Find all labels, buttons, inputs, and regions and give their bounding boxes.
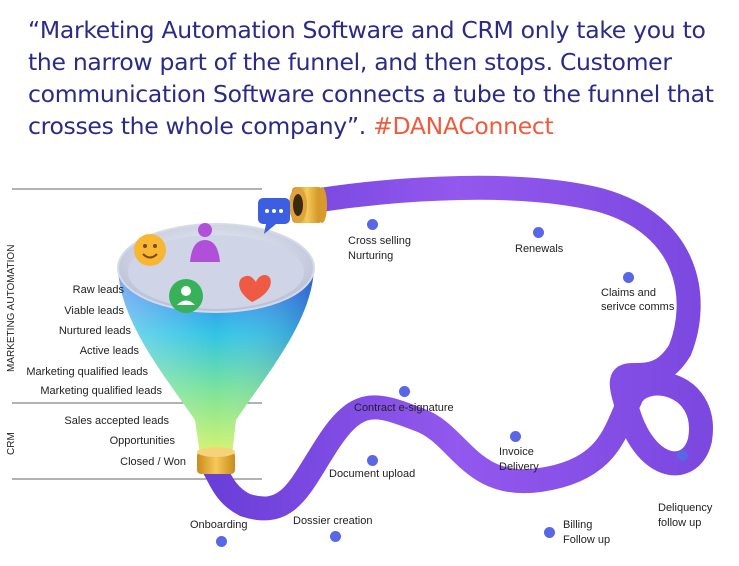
chat-bubble-icon (258, 198, 290, 234)
stage-label: Opportunities (109, 435, 175, 447)
journey-label-document-upload: Document upload (329, 468, 416, 480)
journey-label-delinquency: Deliquency (658, 502, 713, 514)
journey-label-invoice-2: Delivery (499, 461, 539, 473)
communication-tube (203, 175, 713, 521)
smiley-icon (134, 234, 166, 266)
stage-label: Marketing qualified leads (26, 366, 148, 378)
marketing-automation-label: MARKETING AUTOMATION (6, 244, 17, 372)
journey-dot (399, 386, 410, 397)
journey-label-billing: Billing (563, 519, 593, 531)
headline-quote: “Marketing Automation Software and CRM o… (28, 14, 728, 142)
journey-label-nurturing: Nurturing (348, 250, 394, 262)
journey-label-invoice: Invoice (499, 446, 534, 458)
stage-label: Active leads (79, 345, 139, 357)
stage-label: Raw leads (72, 284, 124, 296)
journey-label-cross-selling: Cross selling (348, 235, 411, 247)
hashtag: #DANAConnect (373, 112, 554, 140)
journey-label-claims: Claims and (601, 287, 657, 299)
stage-label: Viable leads (64, 305, 124, 317)
journey-dot (677, 450, 688, 461)
journey-label-billing-2: Follow up (563, 534, 611, 546)
stage-label: Nurtured leads (58, 325, 131, 337)
journey-dot (330, 531, 341, 542)
journey-label-dossier: Dossier creation (293, 515, 373, 527)
journey-dot (367, 455, 378, 466)
stage-label: Closed / Won (120, 456, 186, 468)
journey-dot (623, 272, 634, 283)
journey-label-claims-2: serivce comms (601, 301, 675, 313)
journey-label-delinquency-2: follow up (658, 517, 702, 529)
stage-label: Sales accepted leads (64, 415, 169, 427)
journey-dot (367, 219, 378, 230)
stage-label: Marketing qualified leads (40, 385, 162, 397)
user-badge-icon (169, 279, 203, 313)
journey-label-contract: Contract e-signature (354, 402, 454, 414)
journey-dot (510, 431, 521, 442)
journey-label-onboarding: Onboarding (190, 519, 248, 531)
journey-dot (544, 527, 555, 538)
journey-dot (533, 227, 544, 238)
heart-icon (239, 275, 271, 302)
journey-dot (216, 536, 227, 547)
quote-text: “Marketing Automation Software and CRM o… (28, 16, 714, 140)
person-icon (190, 223, 220, 262)
crm-label: CRM (6, 432, 17, 455)
coin-stack-icon (289, 187, 327, 223)
journey-label-renewals: Renewals (515, 243, 564, 255)
